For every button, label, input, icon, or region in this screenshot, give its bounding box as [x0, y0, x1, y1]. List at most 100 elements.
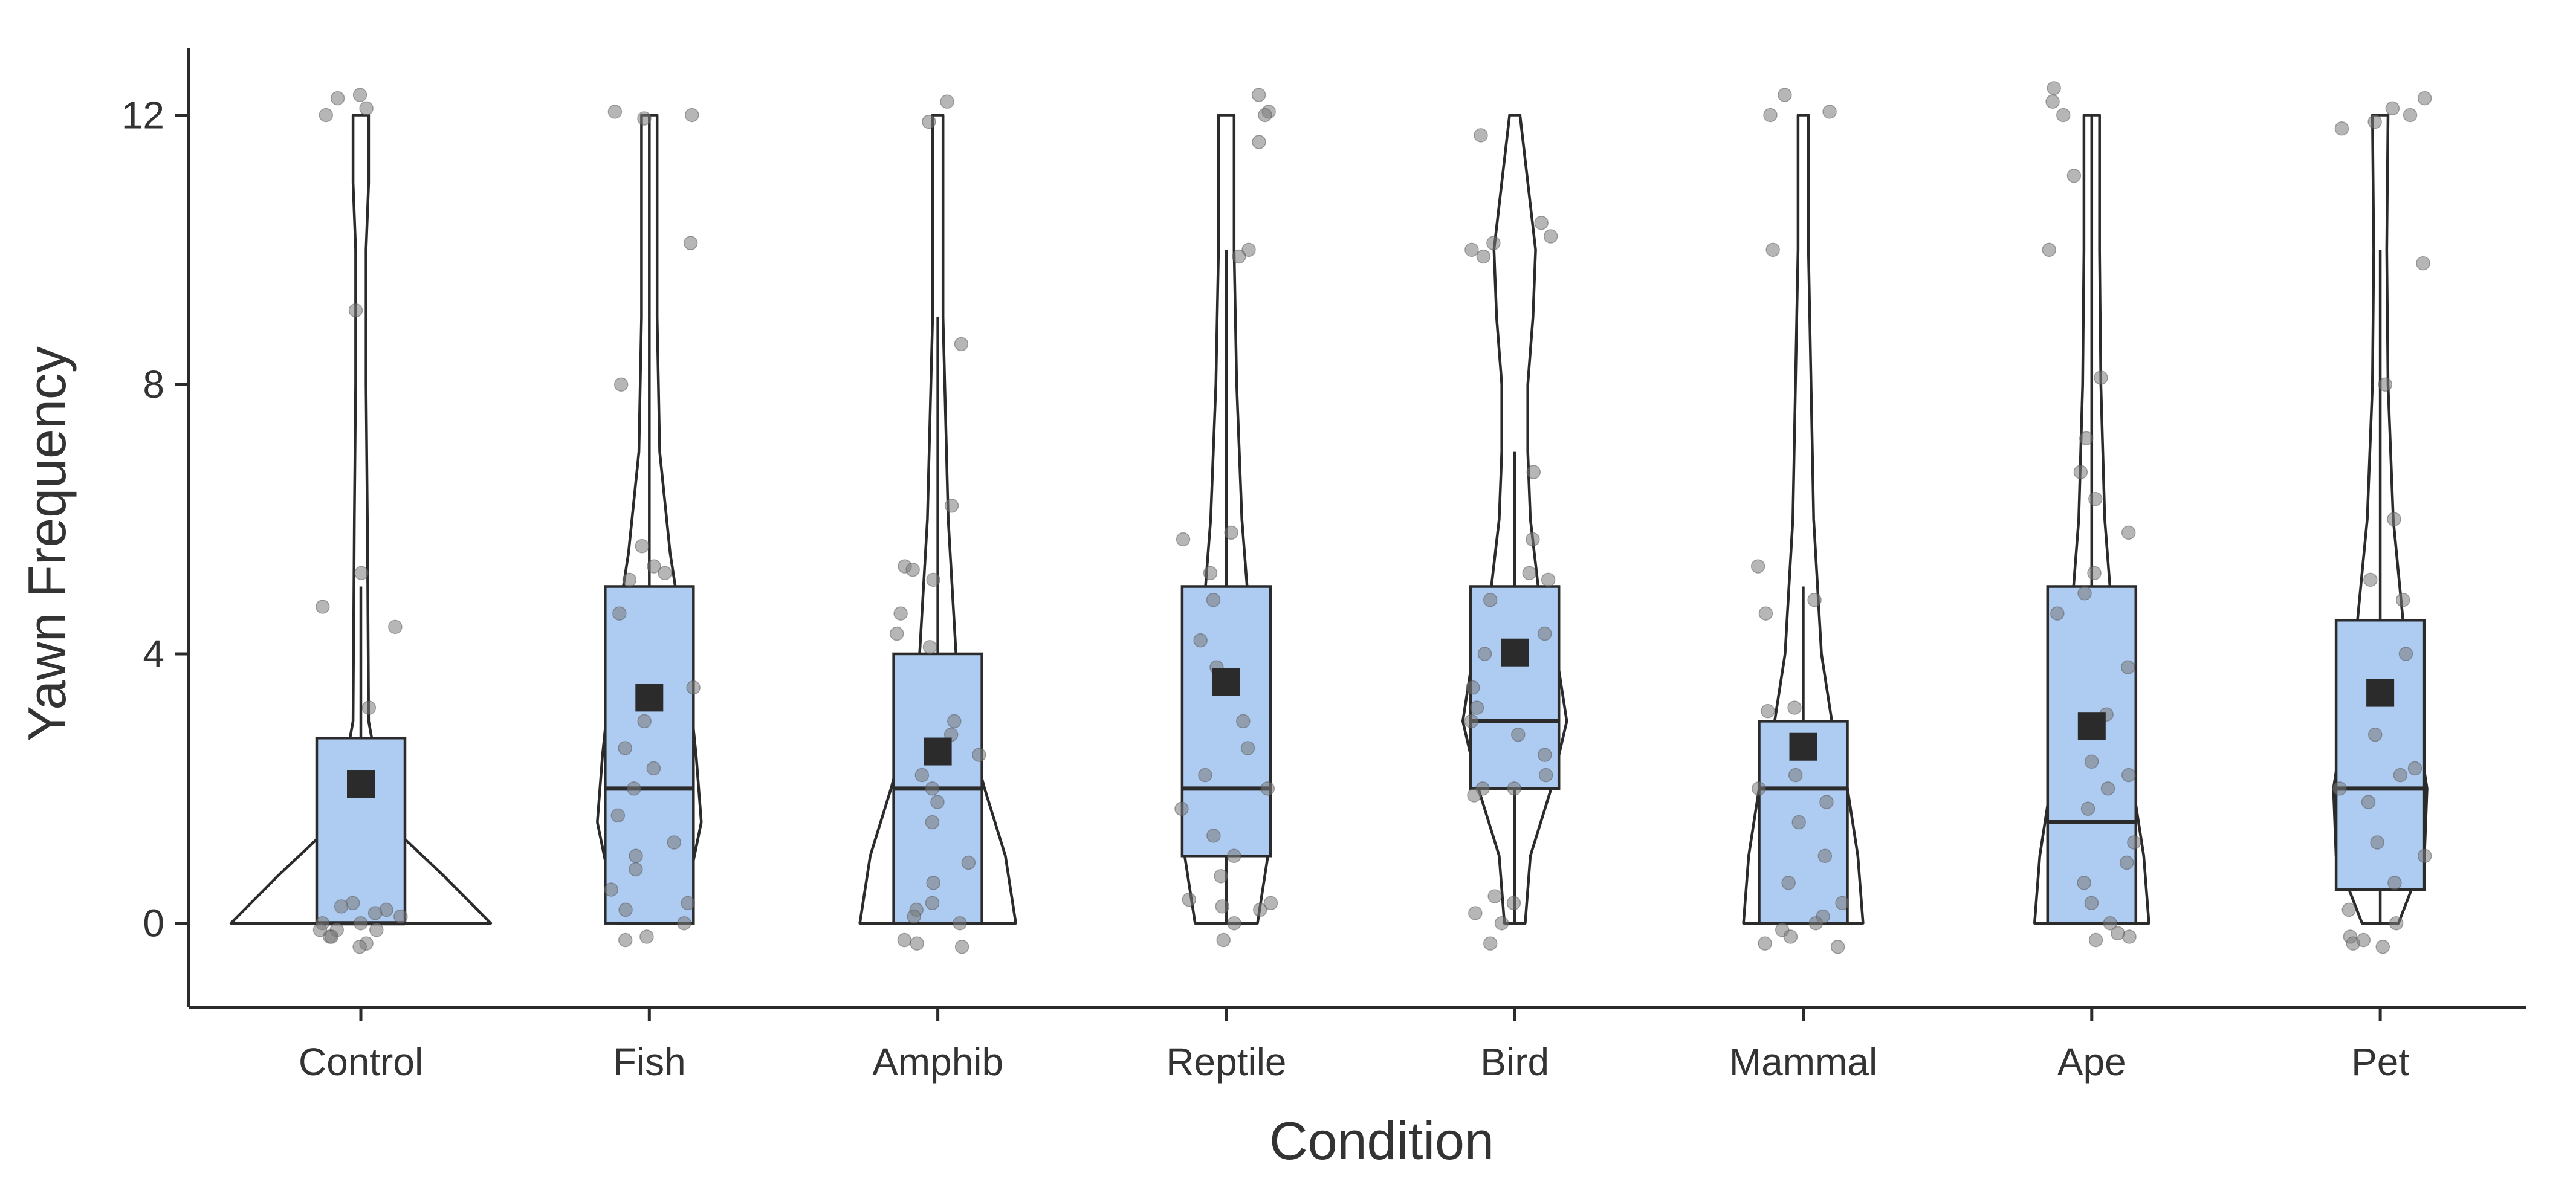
data-point	[922, 114, 936, 129]
y-tick-label: 4	[143, 632, 164, 676]
data-point	[940, 94, 954, 109]
y-tick-label: 12	[121, 93, 164, 137]
data-point	[1476, 249, 1491, 264]
data-point	[1783, 929, 1798, 944]
data-point	[926, 876, 940, 890]
data-point	[2056, 108, 2071, 123]
data-point	[354, 916, 368, 931]
data-point	[1486, 236, 1501, 250]
data-point	[907, 909, 921, 924]
data-point	[1252, 902, 1267, 917]
data-point	[1241, 242, 1256, 257]
data-point	[627, 781, 641, 796]
data-point	[1538, 748, 1552, 762]
data-point	[361, 700, 377, 715]
data-point	[2387, 876, 2402, 890]
data-point	[1758, 936, 1772, 951]
x-tick-label: Reptile	[1166, 1040, 1286, 1084]
data-point	[2094, 370, 2108, 385]
data-point	[639, 929, 654, 944]
data-point	[1224, 525, 1238, 540]
data-point	[658, 566, 672, 580]
x-tick-label: Mammal	[1729, 1040, 1877, 1084]
data-point	[961, 855, 976, 870]
data-point	[1835, 896, 1849, 911]
data-point	[1543, 229, 1558, 244]
boxes-layer	[315, 115, 2426, 926]
data-point	[1251, 88, 1266, 102]
data-point	[1483, 593, 1498, 607]
data-point	[1761, 703, 1775, 719]
data-point	[1507, 781, 1522, 796]
x-axis-title: Condition	[1269, 1111, 1494, 1171]
data-point	[2370, 835, 2384, 850]
mean-marker	[924, 737, 952, 766]
x-tick-label: Ape	[2057, 1040, 2126, 1084]
data-point	[2121, 768, 2136, 783]
data-point	[1214, 868, 1228, 884]
mean-marker	[635, 684, 664, 712]
data-point	[2087, 566, 2102, 580]
data-point	[1763, 108, 1778, 123]
data-point	[354, 566, 369, 580]
data-point	[613, 377, 629, 392]
mean-marker	[1212, 668, 1240, 696]
data-point	[629, 862, 643, 877]
data-point	[367, 906, 383, 920]
x-tick-label: Pet	[2351, 1040, 2409, 1084]
data-point	[2332, 781, 2347, 796]
data-point	[667, 835, 681, 850]
data-point	[1232, 249, 1246, 264]
data-point	[1474, 128, 1488, 143]
data-point	[618, 932, 633, 948]
data-point	[954, 939, 969, 954]
data-point	[2066, 168, 2082, 183]
data-point	[914, 768, 930, 783]
data-point	[947, 714, 962, 729]
data-point	[2378, 377, 2393, 392]
data-point	[2088, 932, 2103, 948]
data-point	[2103, 916, 2117, 931]
data-point	[1494, 916, 1509, 931]
data-point	[2407, 761, 2422, 776]
data-point	[393, 909, 408, 924]
data-point	[2356, 932, 2371, 948]
data-point	[2417, 91, 2432, 106]
data-point	[1236, 714, 1251, 729]
data-point	[2120, 660, 2135, 674]
data-point	[1198, 768, 1212, 783]
data-point	[1176, 532, 1191, 547]
x-tick-label: Bird	[1480, 1040, 1549, 1084]
data-point	[1215, 899, 1230, 914]
data-point	[1807, 593, 1822, 607]
data-point	[1174, 801, 1189, 816]
box-pet	[2334, 618, 2426, 891]
data-point	[2361, 795, 2376, 809]
data-point	[1526, 465, 1541, 479]
data-point	[1263, 896, 1278, 911]
data-point	[2387, 512, 2401, 526]
data-point	[1830, 939, 1845, 954]
data-point	[610, 808, 626, 823]
data-point	[1206, 829, 1221, 843]
box-reptile	[1180, 585, 1272, 858]
data-point	[637, 714, 652, 729]
data-point	[2042, 242, 2056, 257]
data-point	[2084, 896, 2099, 911]
data-point	[2088, 491, 2103, 506]
data-point	[1203, 566, 1218, 580]
data-point	[2393, 768, 2408, 783]
data-point	[647, 559, 661, 574]
data-point	[1808, 916, 1824, 931]
data-point	[944, 499, 959, 513]
data-point	[2080, 801, 2095, 816]
data-point	[319, 108, 334, 123]
data-point	[1206, 593, 1221, 607]
data-point	[925, 896, 940, 911]
data-point	[1464, 242, 1479, 257]
box-control	[315, 736, 407, 925]
data-point	[1260, 781, 1275, 796]
data-point	[2416, 256, 2430, 271]
data-point	[1765, 242, 1780, 257]
